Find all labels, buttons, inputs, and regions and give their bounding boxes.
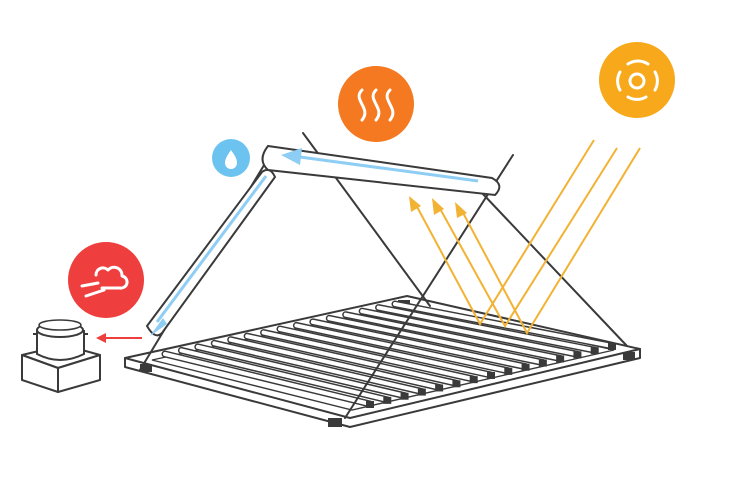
tube-end-cap <box>469 376 478 384</box>
sun-rays <box>414 139 641 336</box>
water-drop-icon <box>212 139 250 177</box>
tube-end-cap <box>556 355 565 363</box>
tube-end-cap <box>504 367 513 375</box>
collector-tube-core <box>245 334 459 386</box>
heat-waves-icon <box>338 66 414 142</box>
collector-tube-core <box>163 352 372 406</box>
tube-end-cap <box>383 396 392 404</box>
collector-tube-core <box>376 305 597 353</box>
collector-tube-core <box>195 344 407 398</box>
ray-arrowheads <box>409 196 467 218</box>
tube-end-cap <box>538 359 547 367</box>
tube-end-cap <box>400 392 409 400</box>
collector-tube-core <box>212 341 424 394</box>
tube-end-cap <box>487 372 495 379</box>
tube-end-cap <box>435 384 444 392</box>
collector-tube-core <box>261 330 476 382</box>
riser-pipe <box>145 168 277 337</box>
tube-end-cap <box>608 343 616 350</box>
tube-end-cap <box>366 401 374 408</box>
steam-icon <box>68 242 144 318</box>
tube-end-cap <box>417 388 426 396</box>
tube-end-cap <box>573 351 582 359</box>
collector-tube-core <box>228 337 442 390</box>
collector-tube-core <box>360 309 580 357</box>
flow-arrow <box>281 148 302 165</box>
collector-tube-core <box>278 327 493 377</box>
output-arrow <box>96 333 142 343</box>
collector-tube-core <box>294 323 511 373</box>
collector-tube-core <box>179 348 390 402</box>
collector-tube-core <box>343 312 563 361</box>
tube-end-cap <box>521 363 530 371</box>
cooking-pot <box>21 319 101 393</box>
tube-end-cap <box>452 380 461 388</box>
collector-tube-core <box>310 319 528 369</box>
tube-end-cap <box>590 347 599 355</box>
sun-icon <box>599 42 675 118</box>
collector-tubes <box>161 300 616 408</box>
collector-tube-core <box>327 316 545 365</box>
storage-tank <box>261 144 501 197</box>
